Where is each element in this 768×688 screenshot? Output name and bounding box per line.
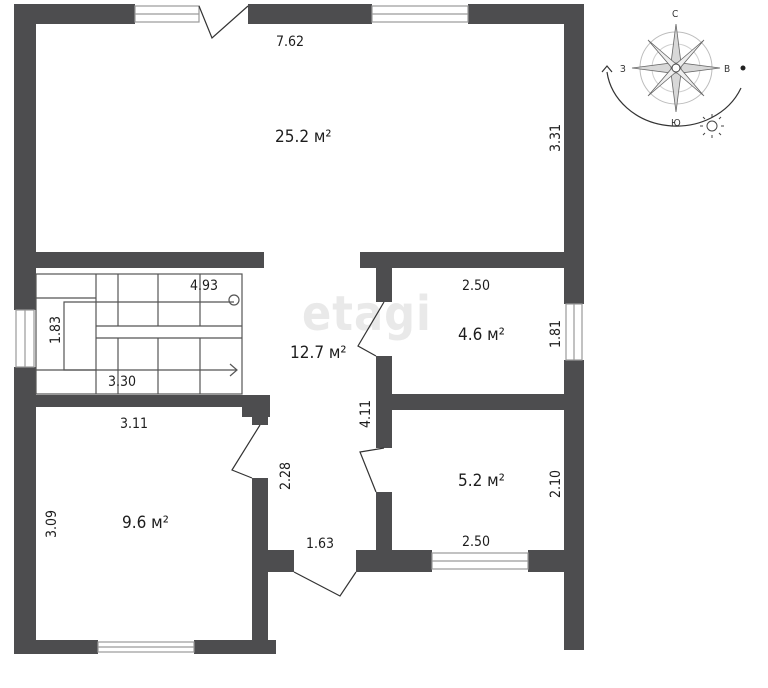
compass-center — [671, 63, 681, 73]
stairs-height: 1.83 — [48, 316, 64, 344]
room-hall-dim-bottom: 1.63 — [306, 536, 334, 552]
compass-rose-icon — [631, 23, 721, 113]
room-hall-area: 12.7 м² — [290, 343, 347, 363]
sun-path-arc — [606, 71, 742, 127]
room-small1-area: 4.6 м² — [458, 325, 505, 345]
sun-icon — [700, 114, 724, 138]
windows — [15, 5, 583, 653]
walls — [14, 4, 584, 654]
room-small2-height: 2.10 — [548, 470, 564, 498]
room-bedroom-width: 3.11 — [120, 416, 148, 432]
stairs-width: 3.30 — [108, 374, 136, 390]
room-living-area: 25.2 м² — [275, 127, 332, 147]
compass-west-label: З — [620, 64, 626, 75]
room-hall-dim-top: 4.93 — [190, 278, 218, 294]
stairs — [35, 273, 243, 395]
compass: С Ю З В — [601, 9, 746, 138]
room-bedroom-height: 3.09 — [44, 510, 60, 538]
room-living-height: 3.31 — [548, 124, 564, 152]
room-small2-width: 2.50 — [462, 534, 490, 550]
room-small1-height: 1.81 — [548, 320, 564, 348]
compass-east-label: В — [724, 64, 730, 75]
room-small1-width: 2.50 — [462, 278, 490, 294]
room-bedroom-area: 9.6 м² — [122, 513, 169, 533]
doors — [198, 5, 385, 597]
sun-point-icon — [740, 65, 746, 71]
compass-north-label: С — [672, 9, 678, 20]
room-hall-dim-mid: 2.28 — [278, 462, 294, 490]
room-living-width: 7.62 — [276, 34, 304, 50]
room-hall-dim-side: 4.11 — [358, 400, 374, 428]
sun-path-arrow-icon — [601, 65, 613, 73]
compass-south-label: Ю — [671, 118, 681, 129]
room-small2-area: 5.2 м² — [458, 471, 505, 491]
watermark: etagi — [302, 286, 432, 342]
